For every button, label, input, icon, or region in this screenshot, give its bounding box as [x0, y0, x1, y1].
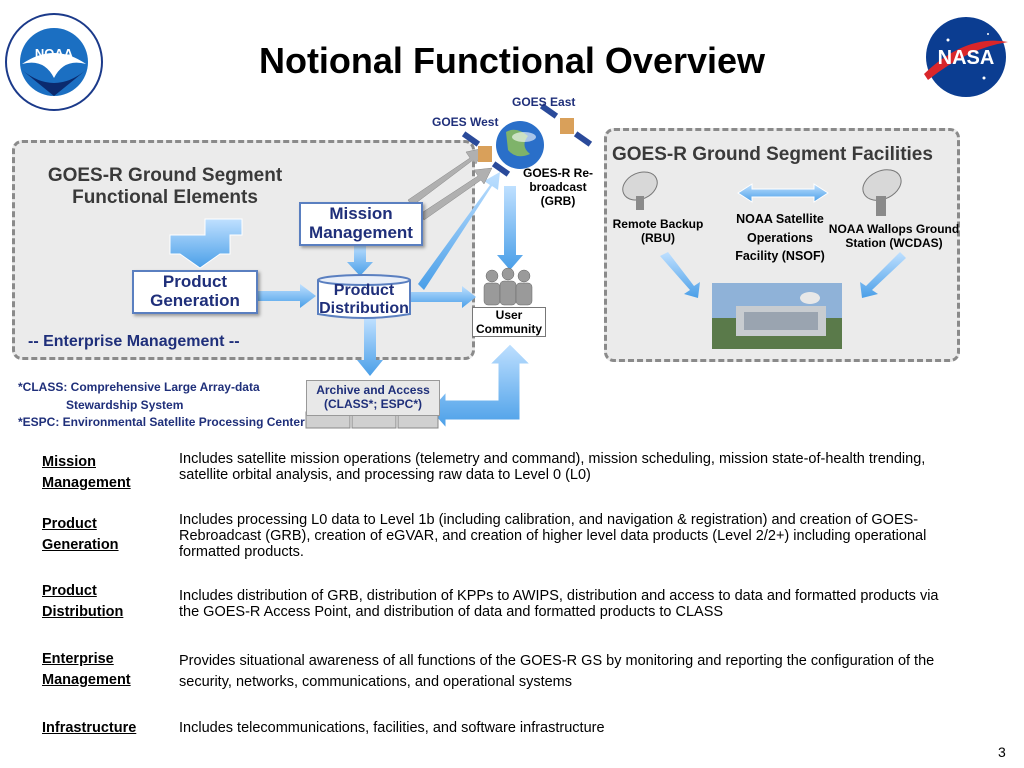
archive-box: Archive and Access (CLASS*; ESPC*) [306, 380, 440, 416]
ground-segment-panel [12, 140, 475, 360]
wcdas-label: NOAA Wallops Ground Station (WCDAS) [828, 222, 960, 250]
grb-label: GOES-R Re-broadcast (GRB) [522, 166, 593, 208]
noaa-logo: NOAA [4, 12, 104, 112]
enterprise-management-label: -- Enterprise Management -- [28, 333, 240, 350]
wcdas-dish-icon [862, 169, 902, 216]
goes-west-label: GOES West [432, 115, 499, 129]
nsof-building-photo [712, 283, 842, 349]
def-text-mission: Includes satellite mission operations (t… [179, 451, 926, 483]
page-title: Notional Functional Overview [258, 40, 766, 81]
rbu-dish-icon [622, 171, 658, 210]
def-text-generation: Includes processing L0 data to Level 1b … [179, 512, 927, 560]
footnote-espc: *ESPC: Environmental Satellite Processin… [18, 415, 305, 429]
goes-east-satellite [539, 103, 593, 147]
page-number: 3 [998, 744, 1006, 760]
nasa-logo: NASA [918, 14, 1014, 100]
nsof-label: NOAA Satellite Operations Facility (NSOF… [735, 212, 825, 263]
diagram-arrows [169, 103, 906, 430]
mission-management-box: Mission Management [299, 202, 423, 246]
def-text-enterprise: Provides situational awareness of all fu… [179, 653, 935, 690]
user-community-label: User Community [472, 307, 546, 337]
product-distribution-cylinder: Product Distribution [316, 274, 412, 322]
archive-servers-icon [305, 411, 439, 429]
left-panel-title: GOES-R Ground Segment Functional Element… [47, 165, 283, 208]
def-text-infrastructure: Includes telecommunications, facilities,… [179, 720, 605, 736]
user-community-icon [483, 267, 533, 306]
def-term-infrastructure: Infrastructure [42, 720, 137, 736]
def-text-distribution: Includes distribution of GRB, distributi… [179, 588, 939, 620]
footnote-class-cont: Stewardship System [66, 398, 184, 412]
footnote-class: *CLASS: Comprehensive Large Array-data [18, 380, 260, 394]
svg-text:NASA: NASA [938, 47, 995, 69]
svg-text:NOAA: NOAA [35, 46, 74, 61]
goes-west-satellite [461, 131, 511, 177]
goes-east-label: GOES East [512, 95, 576, 109]
product-distribution-label: Product Distribution [319, 282, 409, 317]
rbu-label: Remote Backup (RBU) [612, 217, 704, 245]
product-generation-box: Product Generation [132, 270, 258, 314]
right-panel-title: GOES-R Ground Segment Facilities [612, 144, 933, 165]
